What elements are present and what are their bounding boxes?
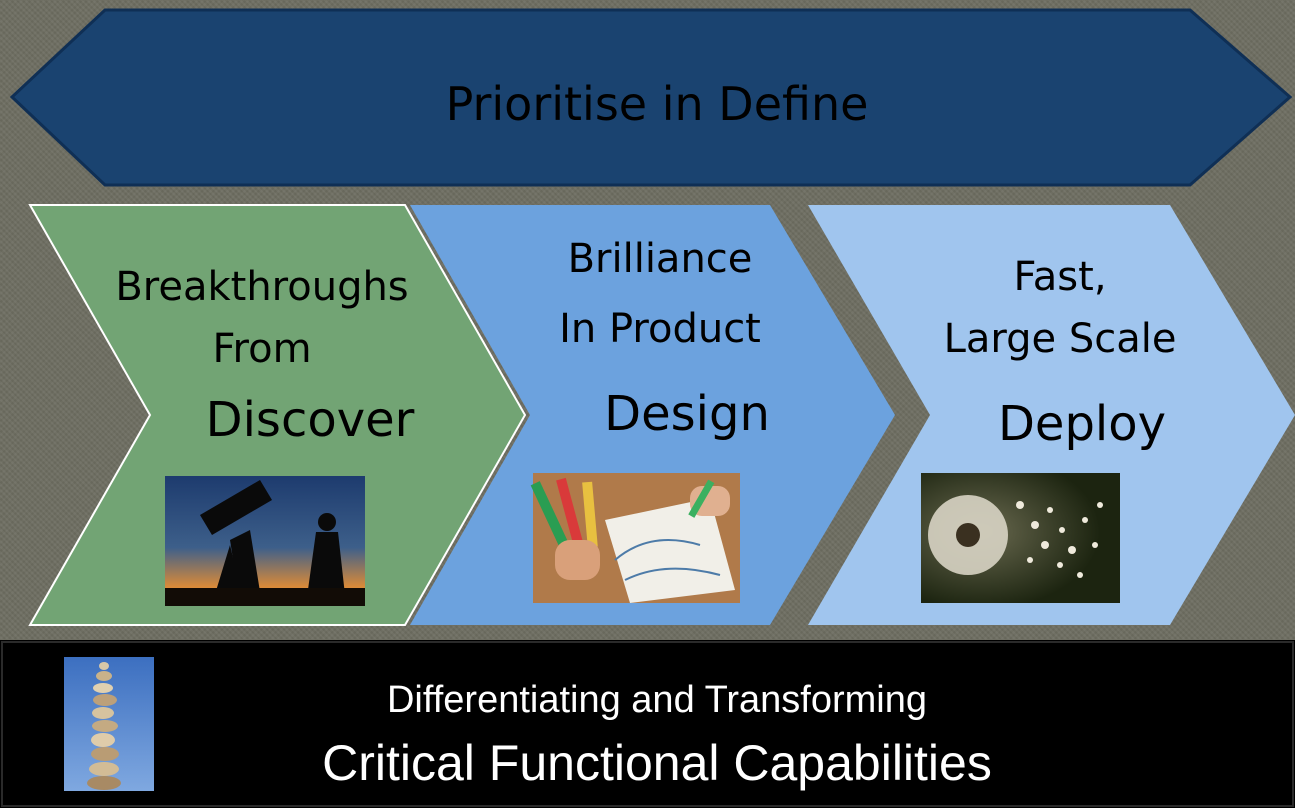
step-discover-line1: Breakthroughs <box>115 264 408 310</box>
step-design-line3: Design <box>604 386 770 442</box>
stacked-stones-photo <box>64 657 154 791</box>
hands-drawing-photo <box>530 473 740 603</box>
footer-line2: Critical Functional Capabilities <box>322 735 992 791</box>
banner-title: Prioritise in Define <box>446 77 869 131</box>
step-deploy-line1: Fast, <box>1013 254 1106 300</box>
footer-bar: Differentiating and Transforming Critica… <box>0 640 1295 808</box>
footer-line1: Differentiating and Transforming <box>387 679 927 721</box>
define-banner <box>9 8 1293 187</box>
telescope-silhouette-photo <box>165 476 365 606</box>
dandelion-seeds-photo <box>921 473 1120 603</box>
step-deploy: Fast, Large Scale Deploy <box>808 205 1295 625</box>
step-discover-line2: From <box>212 326 311 372</box>
step-design-line2: In Product <box>559 306 761 352</box>
step-deploy-line2: Large Scale <box>944 316 1177 362</box>
step-discover: Breakthroughs From Discover <box>28 204 527 626</box>
step-deploy-line3: Deploy <box>998 396 1166 452</box>
step-discover-line3: Discover <box>206 392 415 448</box>
step-design: Brilliance In Product Design <box>410 205 895 625</box>
step-design-line1: Brilliance <box>568 236 753 282</box>
